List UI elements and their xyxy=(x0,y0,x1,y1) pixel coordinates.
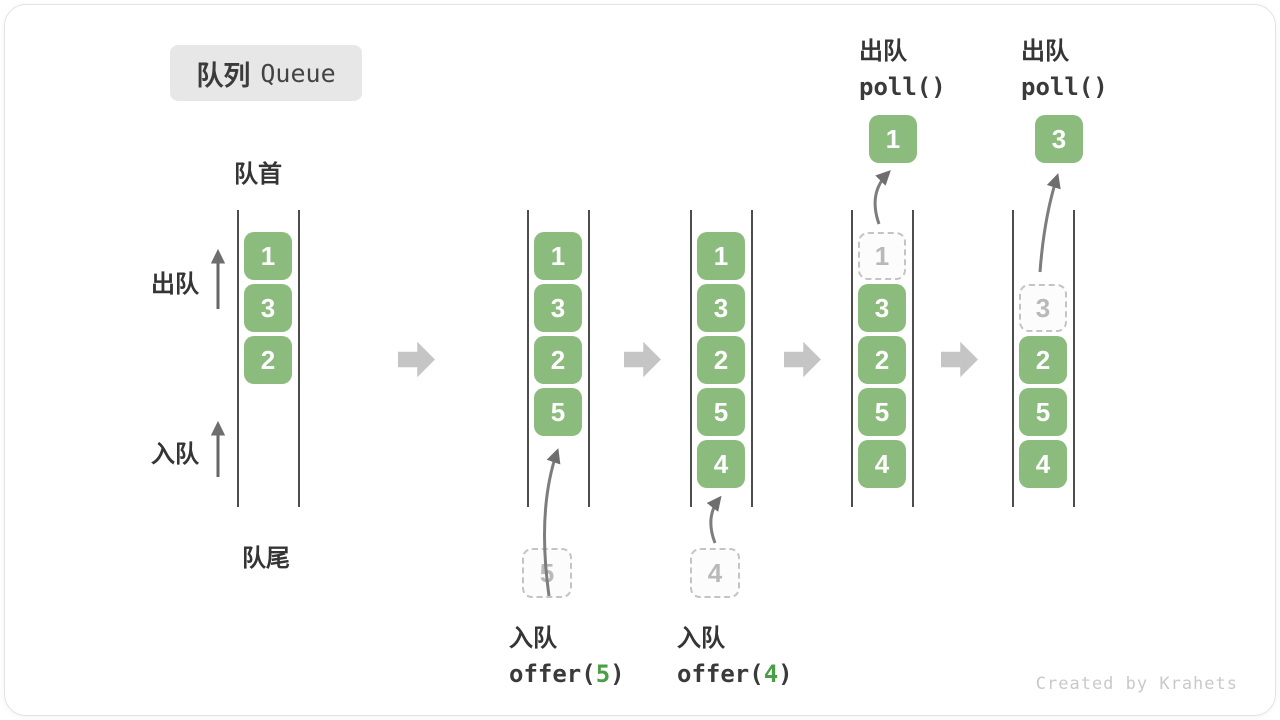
queue-item: 3 xyxy=(534,284,582,332)
queue-wall xyxy=(912,210,914,507)
op-enqueue-4: 入队 offer(4) xyxy=(677,618,793,688)
code-arg: 4 xyxy=(763,660,779,688)
queue-state-3: 1 3 2 5 4 xyxy=(690,210,753,507)
code-close: ) xyxy=(778,660,793,688)
queue-wall xyxy=(751,210,753,507)
op-enqueue-5-code: offer(5) xyxy=(509,660,625,688)
op-enqueue-5: 入队 offer(5) xyxy=(509,618,625,688)
label-enqueue: 入队 xyxy=(151,441,199,468)
queue-wall xyxy=(237,210,239,507)
queue-item: 1 xyxy=(697,232,745,280)
polled-element-1: 1 xyxy=(869,115,917,163)
queue-state-2: 1 3 2 5 xyxy=(527,210,590,507)
op-enqueue-4-label: 入队 xyxy=(677,625,725,652)
queue-item: 1 xyxy=(244,232,292,280)
queue-wall xyxy=(690,210,692,507)
op-enqueue-5-label: 入队 xyxy=(509,625,557,652)
title-badge: 队列 Queue xyxy=(170,45,362,101)
queue-item: 2 xyxy=(534,336,582,384)
queue-item: 5 xyxy=(697,388,745,436)
queue-wall xyxy=(851,210,853,507)
queue-item: 5 xyxy=(858,388,906,436)
queue-wall xyxy=(527,210,529,507)
label-queue-rear: 队尾 xyxy=(242,545,290,572)
queue-state-4: 1 3 2 5 4 xyxy=(851,210,914,507)
queue-wall xyxy=(588,210,590,507)
label-dequeue: 出队 xyxy=(151,271,199,298)
op-enqueue-4-code: offer(4) xyxy=(677,660,793,688)
label-queue-front: 队首 xyxy=(234,161,282,188)
queue-wall xyxy=(1073,210,1075,507)
queue-item: 2 xyxy=(697,336,745,384)
op-poll-1-code: poll() xyxy=(859,73,946,101)
queue-wall xyxy=(298,210,300,507)
queue-item: 2 xyxy=(244,336,292,384)
queue-item: 3 xyxy=(697,284,745,332)
code-close: ) xyxy=(610,660,625,688)
queue-state-1: 1 3 2 xyxy=(237,210,300,507)
code-fn: offer( xyxy=(677,660,764,688)
op-poll-2-label: 出队 xyxy=(1021,38,1069,65)
op-poll-2-code: poll() xyxy=(1021,73,1108,101)
queue-item: 2 xyxy=(1019,336,1067,384)
op-poll-2: 出队 poll() xyxy=(1021,31,1108,101)
queue-item: 3 xyxy=(858,284,906,332)
queue-item: 4 xyxy=(858,440,906,488)
queue-item: 4 xyxy=(1019,440,1067,488)
op-poll-1: 出队 poll() xyxy=(859,31,946,101)
title-chinese: 队列 xyxy=(196,60,251,91)
queue-wall xyxy=(1012,210,1014,507)
queue-item: 4 xyxy=(697,440,745,488)
queue-item: 5 xyxy=(1019,388,1067,436)
title-english: Queue xyxy=(260,58,336,88)
queue-item: 5 xyxy=(534,388,582,436)
code-fn: offer( xyxy=(509,660,596,688)
queue-item: 2 xyxy=(858,336,906,384)
watermark: Created by Krahets xyxy=(1035,674,1238,694)
queue-item-removed: 3 xyxy=(1019,284,1067,332)
queue-item: 1 xyxy=(534,232,582,280)
queue-state-5: 3 2 5 4 xyxy=(1012,210,1075,507)
op-poll-1-label: 出队 xyxy=(859,38,907,65)
queue-item: 3 xyxy=(244,284,292,332)
queue-item-removed: 1 xyxy=(858,232,906,280)
incoming-element-4: 4 xyxy=(690,548,740,598)
polled-element-3: 3 xyxy=(1035,115,1083,163)
code-arg: 5 xyxy=(595,660,611,688)
incoming-element-5: 5 xyxy=(522,548,572,598)
